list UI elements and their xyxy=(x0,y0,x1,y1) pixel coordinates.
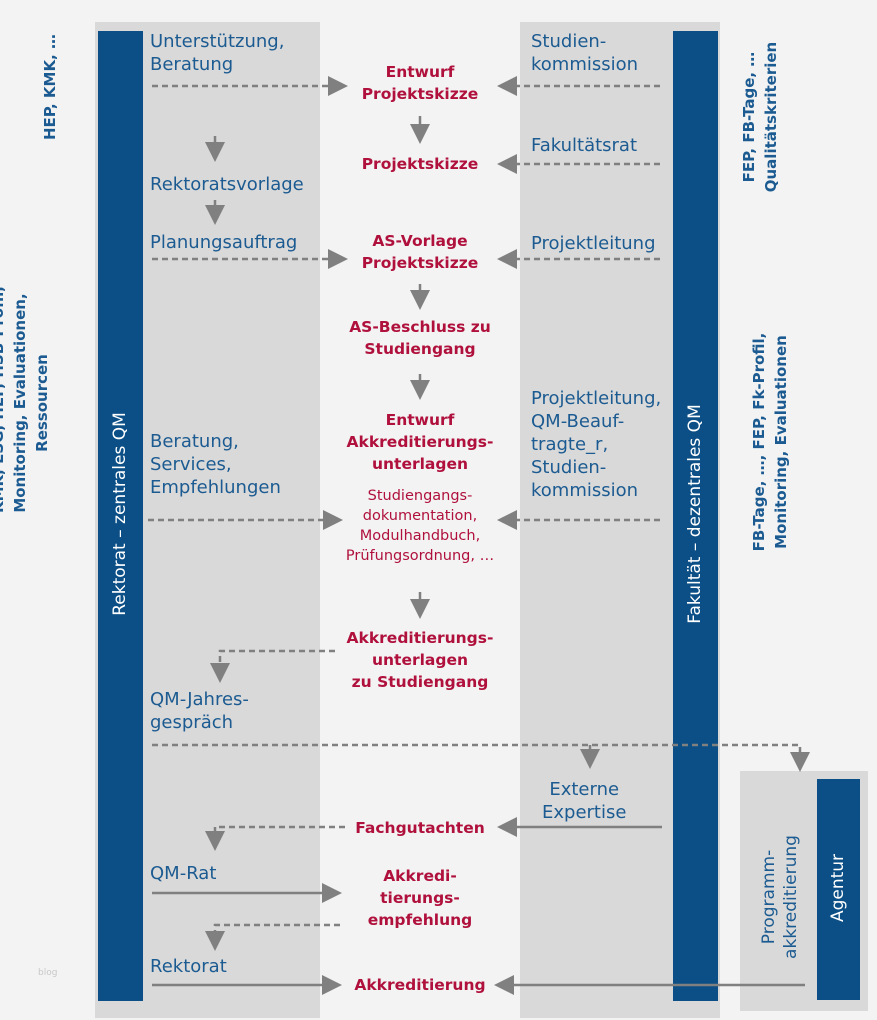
left-item: QM-Rat xyxy=(150,863,217,884)
left-item: Unterstützung, Beratung xyxy=(150,31,285,75)
center-item: AS-Vorlage Projektskizze xyxy=(361,232,479,272)
arrow xyxy=(205,825,345,851)
right-item: Projektleitung xyxy=(531,233,656,254)
right-item: Studien- kommission xyxy=(531,31,639,75)
center-item: Akkreditierungs- unterlagen zu Studienga… xyxy=(346,629,494,691)
center-item: Entwurf Projektskizze xyxy=(361,63,479,103)
center-item: Akkredi- tierungs- empfehlung xyxy=(367,867,473,929)
arrow xyxy=(152,743,810,772)
arrow xyxy=(205,923,340,951)
left-item: QM-Jahres- gespräch xyxy=(150,689,249,733)
right-bar xyxy=(673,31,718,1001)
right-item: Externe Expertise xyxy=(542,779,627,823)
center-item: Akkreditierung xyxy=(354,976,486,994)
left-item: Rektorat xyxy=(150,956,227,977)
center-item: Projektskizze xyxy=(361,155,479,173)
center-item: AS-Beschluss zu Studiengang xyxy=(349,318,491,358)
center-item: Fachgutachten xyxy=(355,819,485,837)
watermark: blog xyxy=(38,968,58,978)
right-item: Fakultätsrat xyxy=(531,135,638,156)
left-bar xyxy=(98,31,143,1001)
left-item: Rektoratsvorlage xyxy=(150,174,304,195)
agentur-bar xyxy=(817,779,860,1000)
center-item: Entwurf Akkreditierungs- unterlagen xyxy=(346,411,494,473)
arrow xyxy=(210,649,335,683)
center-subitems: Studiengangs- dokumentation, Modulhandbu… xyxy=(345,488,495,564)
right-item: Projektleitung, QM-Beauf- tragte_r, Stud… xyxy=(531,388,662,501)
left-item: Beratung, Services, Empfehlungen xyxy=(150,431,281,498)
left-item: Planungsauftrag xyxy=(150,232,298,253)
